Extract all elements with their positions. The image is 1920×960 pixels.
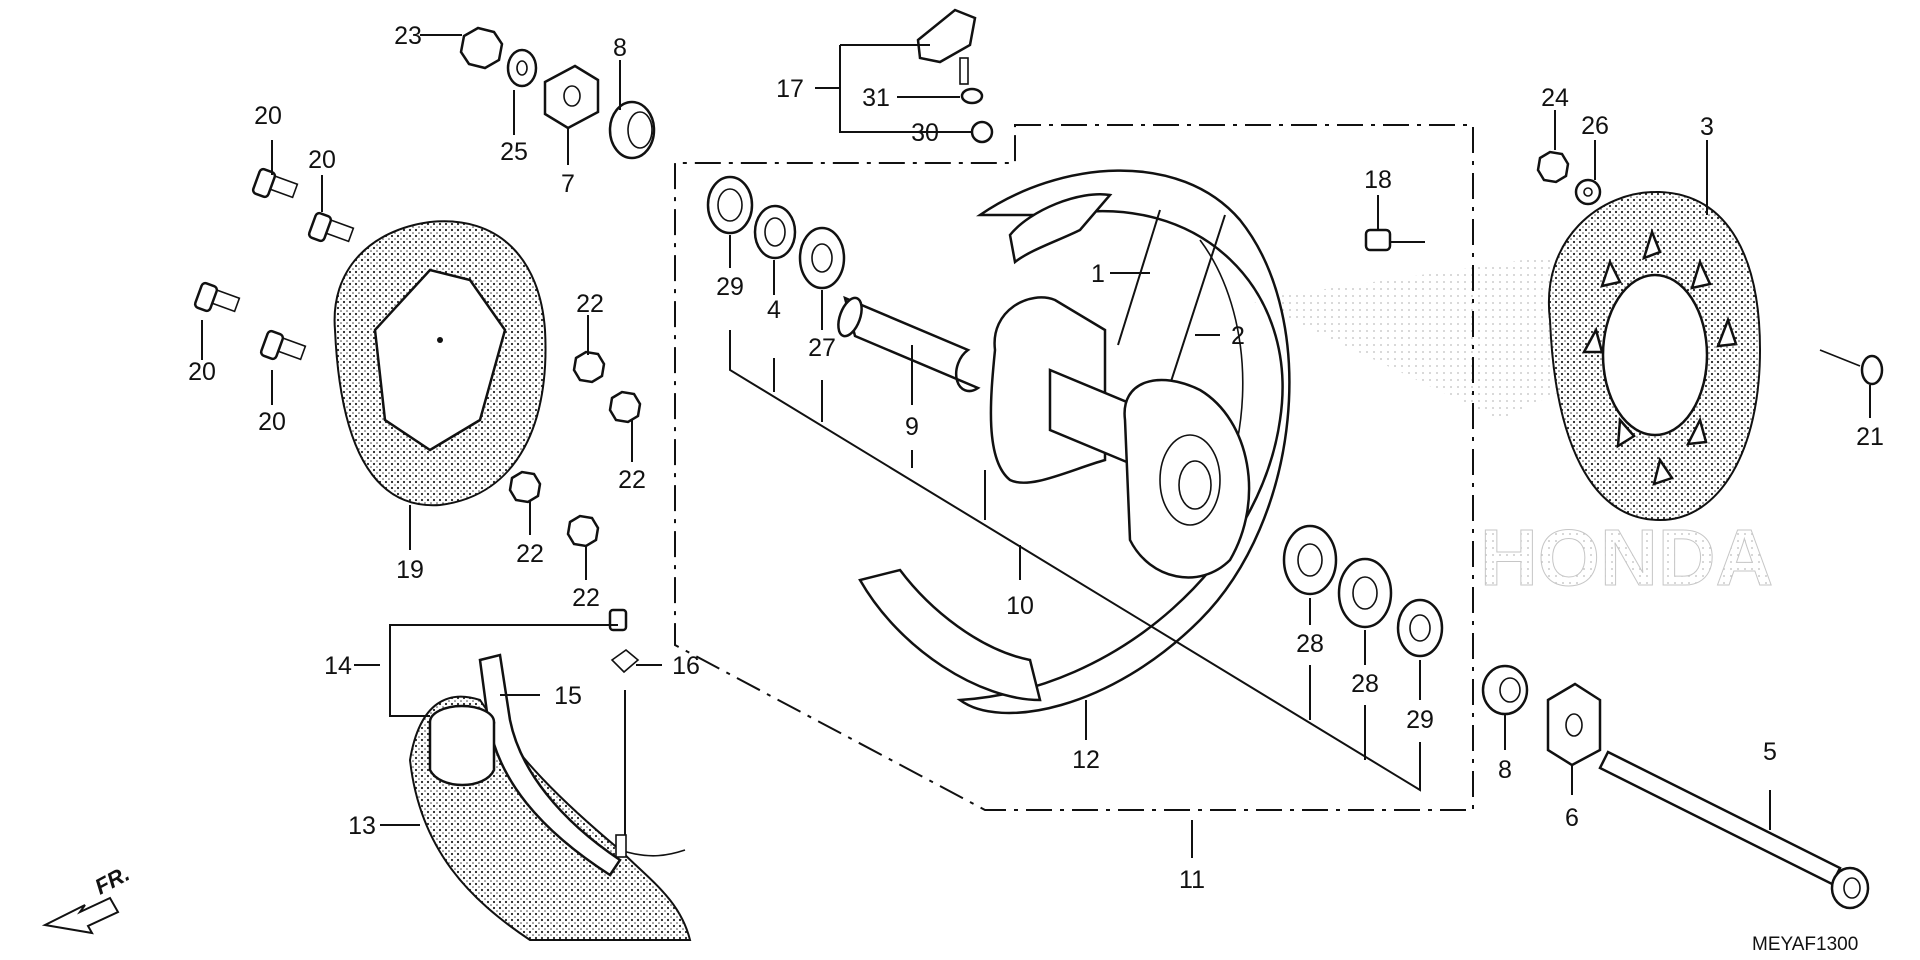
callout-22-c: 22 [516,540,544,568]
callout-23: 23 [394,22,422,50]
callout-24: 24 [1541,84,1569,112]
brake-disc [333,220,547,507]
callout-numbers: 1 2 3 4 5 6 7 8 8 9 10 11 12 13 14 15 16… [188,22,1884,894]
callout-6: 6 [1565,804,1579,832]
disc-bolts [193,167,355,361]
valve-core [1364,228,1392,252]
callout-5: 5 [1763,738,1777,766]
callout-3: 3 [1700,113,1714,141]
callout-30: 30 [911,119,939,147]
callout-22-d: 22 [572,584,600,612]
callout-26: 26 [1581,112,1609,140]
callout-29-b: 29 [1406,706,1434,734]
disc-nuts [508,350,642,548]
sprocket-fasteners [1536,150,1884,386]
callout-13: 13 [348,812,376,840]
callout-20-a: 20 [254,102,282,130]
callout-20-c: 20 [188,358,216,386]
callout-18: 18 [1364,166,1392,194]
hub-bearings-left [706,175,981,393]
callout-19: 19 [396,556,424,584]
hub-bearings-right [1282,524,1444,658]
callout-31: 31 [862,84,890,112]
callout-2: 2 [1231,322,1245,350]
callout-10: 10 [1006,592,1034,620]
callout-20-b: 20 [308,146,336,174]
callout-15: 15 [554,682,582,710]
wheel-assembly-outline [674,124,1474,811]
callout-21: 21 [1856,423,1884,451]
svg-text:HONDA: HONDA [1480,513,1773,602]
diagram-code: MEYAF1300 [1752,934,1858,955]
callout-20-d: 20 [258,408,286,436]
callout-16: 16 [672,652,700,680]
callout-28-a: 28 [1296,630,1324,658]
callout-7: 7 [561,170,575,198]
callout-28-b: 28 [1351,670,1379,698]
callout-27: 27 [808,334,836,362]
tire-and-tube [408,608,692,941]
callout-4: 4 [767,296,781,324]
callout-25: 25 [500,138,528,166]
front-marker-text: FR. [91,861,134,900]
callout-29-a: 29 [716,273,744,301]
callout-1: 1 [1091,260,1105,288]
left-axle-parts [459,26,656,160]
callout-14: 14 [324,652,352,680]
spokes [1117,209,1226,401]
callout-22-a: 22 [576,290,604,318]
callout-11: 11 [1179,866,1205,894]
wheel-hub [989,296,1251,579]
callout-17: 17 [776,75,804,103]
rear-sprocket [1547,190,1762,522]
front-direction-arrow: FR. [41,861,134,935]
callout-22-b: 22 [618,466,646,494]
callout-8-right: 8 [1498,756,1512,784]
callout-12: 12 [1072,746,1100,774]
leader-lines [201,34,1871,858]
callout-9: 9 [905,413,919,441]
callout-8-top: 8 [613,34,627,62]
right-axle-parts [1481,664,1870,910]
